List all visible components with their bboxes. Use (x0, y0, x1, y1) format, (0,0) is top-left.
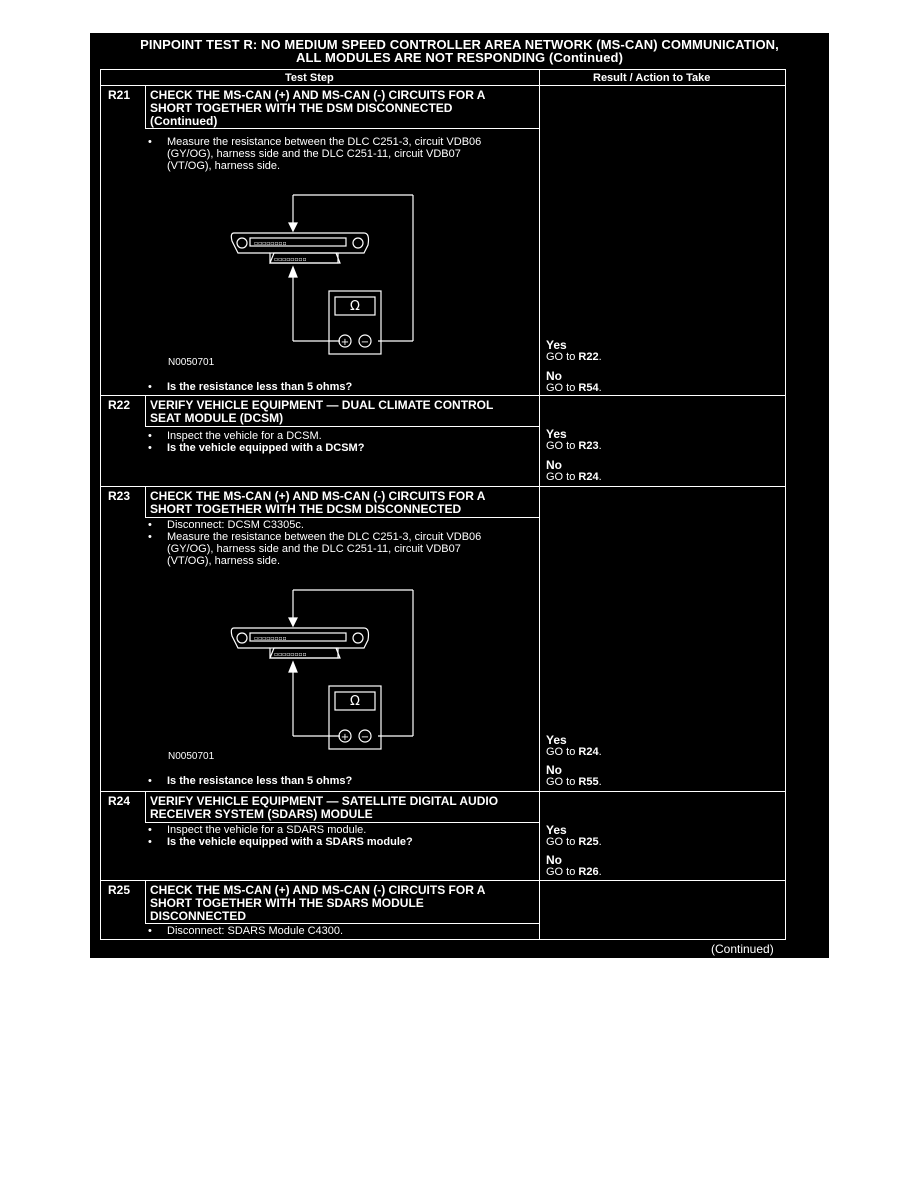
step-id-r22: R22 (108, 398, 131, 412)
r21-no-action: GO to R54. (546, 382, 602, 394)
pinpoint-test-sheet: PINPOINT TEST R: NO MEDIUM SPEED CONTROL… (90, 33, 829, 958)
r25-heading-rule (145, 923, 539, 924)
column-divider (539, 69, 540, 940)
bullet: • (148, 836, 152, 848)
plus-terminal-icon: + (341, 732, 349, 743)
r22-yes-action: GO to R23. (546, 440, 602, 452)
bullet: • (148, 442, 152, 454)
r25-heading-1: CHECK THE MS-CAN (+) AND MS-CAN (-) CIRC… (150, 883, 486, 897)
r21-heading-1: CHECK THE MS-CAN (+) AND MS-CAN (-) CIRC… (150, 88, 486, 102)
dlc-resistance-diagram: ▫▫▫▫▫▫▫▫ ▫▫▫▫▫▫▫▫ Ω + − (230, 589, 414, 750)
r22-no-action: GO to R24. (546, 471, 602, 483)
bullet: • (148, 775, 152, 787)
r21-yes-label: Yes (546, 338, 567, 352)
plus-terminal-icon: + (341, 337, 349, 348)
r21-heading-rule (145, 128, 539, 129)
step-id-r25: R25 (108, 883, 131, 897)
svg-text:▫▫▫▫▫▫▫▫: ▫▫▫▫▫▫▫▫ (274, 651, 307, 658)
svg-text:▫▫▫▫▫▫▫▫: ▫▫▫▫▫▫▫▫ (274, 256, 307, 263)
step-id-r21: R21 (108, 88, 131, 102)
test-table (100, 69, 786, 940)
r23-bottom-rule (100, 791, 786, 792)
r21-no-label: No (546, 369, 562, 383)
page-title-line-2: ALL MODULES ARE NOT RESPONDING (Continue… (295, 50, 624, 65)
ohm-icon: Ω (350, 694, 360, 709)
r23-action-2c: (VT/OG), harness side. (167, 555, 281, 567)
r23-yes-label: Yes (546, 733, 567, 747)
r21-heading-3: (Continued) (150, 114, 218, 128)
bullet: • (148, 531, 152, 543)
r22-no-label: No (546, 458, 562, 472)
bullet: • (148, 381, 152, 393)
step-id-r23: R23 (108, 489, 131, 503)
svg-text:▫▫▫▫▫▫▫▫: ▫▫▫▫▫▫▫▫ (254, 635, 287, 642)
dlc-resistance-diagram: ▫▫▫▫▫▫▫▫ ▫▫▫▫▫▫▫▫ Ω + − (230, 194, 414, 355)
bullet: • (148, 925, 152, 937)
r22-heading-1: VERIFY VEHICLE EQUIPMENT — DUAL CLIMATE … (150, 398, 494, 412)
r24-yes-label: Yes (546, 823, 567, 837)
svg-text:▫▫▫▫▫▫▫▫: ▫▫▫▫▫▫▫▫ (254, 240, 287, 247)
r24-heading-rule (145, 822, 539, 823)
r23-heading-2: SHORT TOGETHER WITH THE DCSM DISCONNECTE… (150, 502, 462, 516)
minus-terminal-icon: − (361, 337, 369, 348)
r21-action-3: (VT/OG), harness side. (167, 160, 281, 172)
r23-action-2b: (GY/OG), harness side and the DLC C251-1… (167, 543, 461, 555)
bullet: • (148, 519, 152, 531)
column-header-test-step: Test Step (285, 72, 334, 84)
r22-question: Is the vehicle equipped with a DCSM? (167, 442, 365, 454)
r23-no-action: GO to R55. (546, 776, 602, 788)
r21-heading-2: SHORT TOGETHER WITH THE DSM DISCONNECTED (150, 101, 453, 115)
r22-bottom-rule (100, 486, 786, 487)
r24-question: Is the vehicle equipped with a SDARS mod… (167, 836, 413, 848)
r23-action-1: Disconnect: DCSM C3305c. (167, 519, 304, 531)
r21-id-divider (145, 85, 146, 128)
r24-id-divider (145, 791, 146, 822)
r24-yes-action: GO to R25. (546, 836, 602, 848)
r22-heading-rule (145, 426, 539, 427)
header-rule (100, 85, 786, 86)
r23-question: Is the resistance less than 5 ohms? (167, 775, 353, 787)
r24-no-label: No (546, 853, 562, 867)
r22-heading-2: SEAT MODULE (DCSM) (150, 411, 284, 425)
r22-id-divider (145, 395, 146, 426)
bullet: • (148, 824, 152, 836)
r23-heading-rule (145, 517, 539, 518)
r23-yes-action: GO to R24. (546, 746, 602, 758)
r25-action: Disconnect: SDARS Module C4300. (167, 925, 344, 937)
r22-yes-label: Yes (546, 427, 567, 441)
r24-heading-2: RECEIVER SYSTEM (SDARS) MODULE (150, 807, 373, 821)
r21-action-1: Measure the resistance between the DLC C… (167, 136, 482, 148)
r21-action-2: (GY/OG), harness side and the DLC C251-1… (167, 148, 461, 160)
r24-no-action: GO to R26. (546, 866, 602, 878)
r24-action: Inspect the vehicle for a SDARS module. (167, 824, 367, 836)
r21-question: Is the resistance less than 5 ohms? (167, 381, 353, 393)
r25-heading-3: DISCONNECTED (150, 909, 247, 923)
bullet: • (148, 136, 152, 148)
r23-heading-1: CHECK THE MS-CAN (+) AND MS-CAN (-) CIRC… (150, 489, 486, 503)
ohm-icon: Ω (350, 299, 360, 314)
page-title-line-1: PINPOINT TEST R: NO MEDIUM SPEED CONTROL… (140, 37, 779, 52)
r24-heading-1: VERIFY VEHICLE EQUIPMENT — SATELLITE DIG… (150, 794, 499, 808)
r23-no-label: No (546, 763, 562, 777)
bullet: • (148, 430, 152, 442)
r21-figure-id: N0050701 (168, 357, 215, 368)
step-id-r24: R24 (108, 794, 131, 808)
r24-bottom-rule (100, 880, 786, 881)
r23-figure-id: N0050701 (168, 751, 215, 762)
minus-terminal-icon: − (361, 732, 369, 743)
r25-heading-2: SHORT TOGETHER WITH THE SDARS MODULE (150, 896, 424, 910)
r21-yes-action: GO to R22. (546, 351, 602, 363)
continued-footer: (Continued) (711, 942, 774, 956)
r21-bottom-rule (100, 395, 786, 396)
r22-action: Inspect the vehicle for a DCSM. (167, 430, 322, 442)
r25-id-divider (145, 880, 146, 923)
column-header-result: Result / Action to Take (593, 72, 711, 84)
r23-action-2a: Measure the resistance between the DLC C… (167, 531, 482, 543)
r23-id-divider (145, 486, 146, 517)
